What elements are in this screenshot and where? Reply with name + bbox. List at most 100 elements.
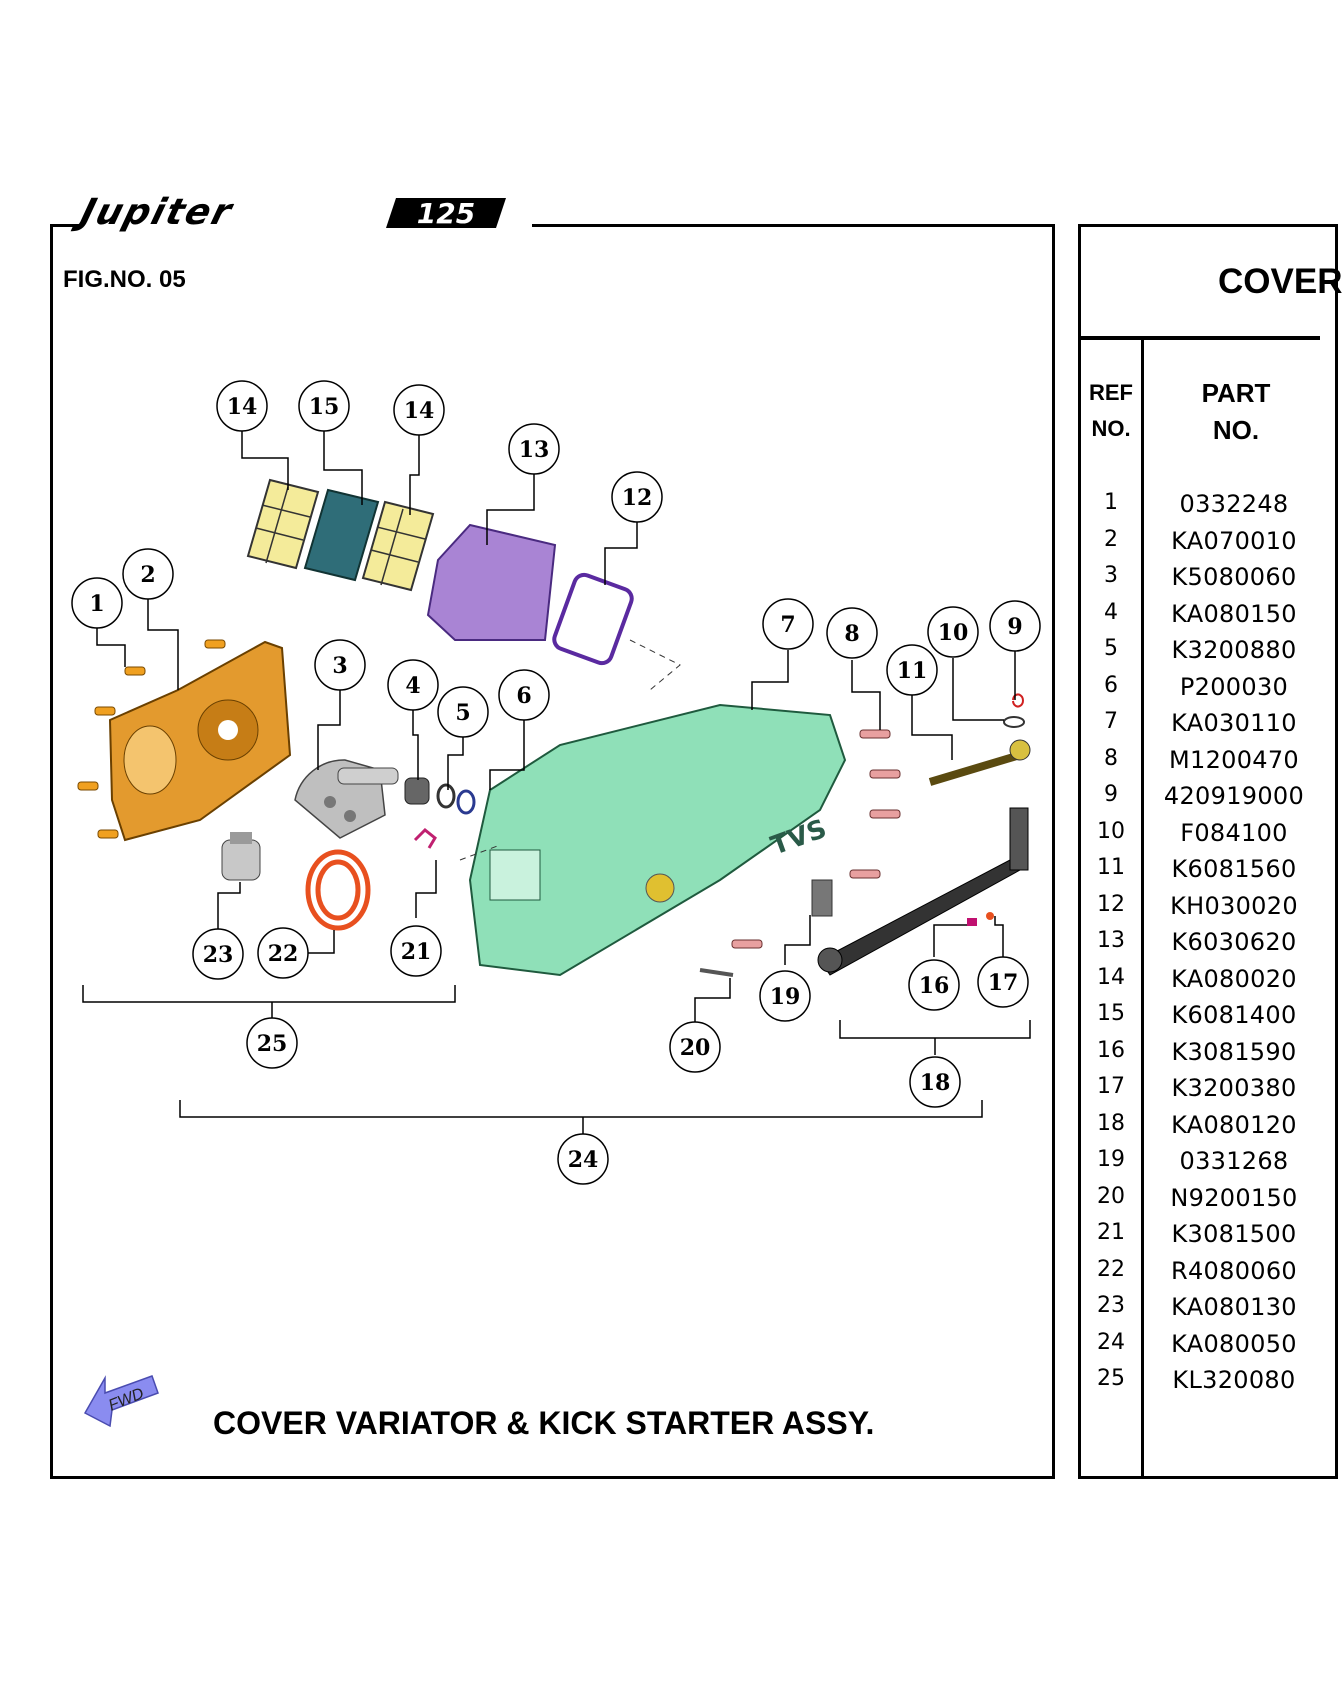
col-header-ref: REF NO. [1082, 380, 1140, 442]
callout-2: 2 [140, 562, 155, 588]
callout-4: 4 [405, 673, 420, 699]
part-no-cell: K3081500 [1171, 1220, 1297, 1248]
ref-no-cell: 2 [1104, 526, 1118, 552]
part-no-cell: KA080150 [1171, 599, 1297, 628]
part-no-cell: F084100 [1180, 818, 1288, 847]
part-no-cell: K5080060 [1171, 563, 1297, 591]
filter-mesh-right [361, 500, 435, 592]
boss-part [811, 879, 833, 917]
callout-circles [71, 380, 1041, 1185]
callout-13: 13 [519, 437, 550, 463]
table-row: 9 420919000 [1080, 782, 1320, 818]
callout-7: 7 [780, 612, 795, 638]
part-no-cell: KL320080 [1172, 1366, 1296, 1394]
ref-no-cell: 4 [1104, 599, 1118, 625]
callout-9: 9 [1007, 614, 1022, 640]
ref-no-cell: 8 [1104, 745, 1118, 771]
washer-part [436, 783, 456, 809]
ref-no-cell: 24 [1097, 1329, 1125, 1355]
exploded-parts-diagram: TVS [71, 380, 1041, 1185]
washer-9-part [1003, 716, 1025, 728]
part-no-cell: K6081400 [1171, 1001, 1297, 1029]
filter-mesh-left [246, 478, 320, 570]
part-no-cell: KA030110 [1171, 709, 1297, 737]
callout-5: 5 [455, 700, 470, 726]
callout-14b: 14 [404, 398, 435, 424]
col-ref-line1: REF [1089, 380, 1133, 405]
callout-labels: 1 2 3 4 5 6 7 8 9 10 11 12 13 14 15 14 1… [89, 394, 1022, 1173]
ref-no-cell: 19 [1097, 1147, 1125, 1172]
part-no-cell: KA080020 [1171, 964, 1297, 993]
ref-no-cell: 13 [1097, 928, 1125, 953]
callout-18: 18 [920, 1070, 951, 1096]
kick-shaft-part [928, 739, 1031, 786]
clip-part [413, 827, 437, 849]
callout-10: 10 [938, 620, 969, 646]
part-no-cell: K3081590 [1171, 1037, 1297, 1066]
ref-no-cell: 20 [1097, 1183, 1125, 1209]
callout-12: 12 [622, 485, 653, 511]
ref-no-cell: 11 [1097, 855, 1125, 880]
ref-no-cell: 10 [1097, 818, 1125, 844]
callout-6: 6 [516, 683, 531, 709]
table-row: 2 KA070010 [1080, 527, 1320, 563]
ref-no-cell: 12 [1097, 891, 1125, 917]
part-no-cell: KA070010 [1171, 526, 1297, 555]
part-no-cell: M1200470 [1169, 745, 1299, 774]
part-no-cell: K6030620 [1171, 928, 1297, 956]
pin-part [967, 918, 977, 926]
screw-part [699, 968, 734, 977]
table-row: 14 KA080020 [1080, 965, 1320, 1001]
pinion-gear-part [221, 832, 261, 881]
part-no-cell: 420919000 [1163, 782, 1305, 810]
kick-lever-part [817, 807, 1029, 976]
figure-frame [50, 224, 1055, 1479]
kick-gear-part [294, 759, 399, 839]
table-row: 8 M1200470 [1080, 746, 1320, 782]
ref-no-cell: 18 [1097, 1110, 1125, 1136]
table-title: COVER [1218, 262, 1342, 301]
table-row: 7 KA030110 [1080, 709, 1320, 745]
ref-no-cell: 14 [1097, 964, 1125, 990]
oring-part [456, 789, 476, 815]
callout-21: 21 [401, 939, 432, 965]
ref-no-cell: 15 [1097, 1001, 1125, 1026]
col-part-line1: PART [1201, 378, 1271, 408]
ref-no-cell: 7 [1104, 709, 1118, 734]
part-no-cell: R4080060 [1171, 1256, 1297, 1285]
col-header-part: PART NO. [1146, 378, 1326, 446]
part-no-cell: P200030 [1179, 672, 1289, 701]
ref-no-cell: 5 [1104, 636, 1118, 661]
callout-22: 22 [268, 941, 299, 967]
callout-17: 17 [988, 970, 1019, 996]
callout-14a: 14 [227, 394, 258, 420]
table-row: 4 KA080150 [1080, 600, 1320, 636]
ref-no-cell: 23 [1097, 1293, 1125, 1318]
part-no-cell: KH030020 [1170, 891, 1298, 920]
fwd-arrow-icon: FWD [80, 1368, 160, 1443]
bolts-group [77, 639, 226, 839]
table-row: 16 K3081590 [1080, 1038, 1320, 1074]
part-no-cell: 0332248 [1179, 490, 1289, 518]
callout-23: 23 [203, 942, 234, 968]
ref-no-cell: 16 [1097, 1037, 1125, 1063]
part-no-cell: K6081560 [1171, 855, 1297, 883]
cover-bolts [731, 729, 901, 949]
inner-cover-part [108, 640, 292, 842]
callout-1: 1 [89, 591, 104, 617]
callout-15: 15 [309, 394, 340, 420]
table-column-divider [1141, 338, 1144, 1478]
ref-no-cell: 22 [1097, 1256, 1125, 1282]
ref-no-cell: 9 [1104, 782, 1118, 807]
variator-cover-part: TVS [468, 703, 847, 977]
table-row: 11 K6081560 [1080, 855, 1320, 891]
table-row: 15 K6081400 [1080, 1001, 1320, 1037]
